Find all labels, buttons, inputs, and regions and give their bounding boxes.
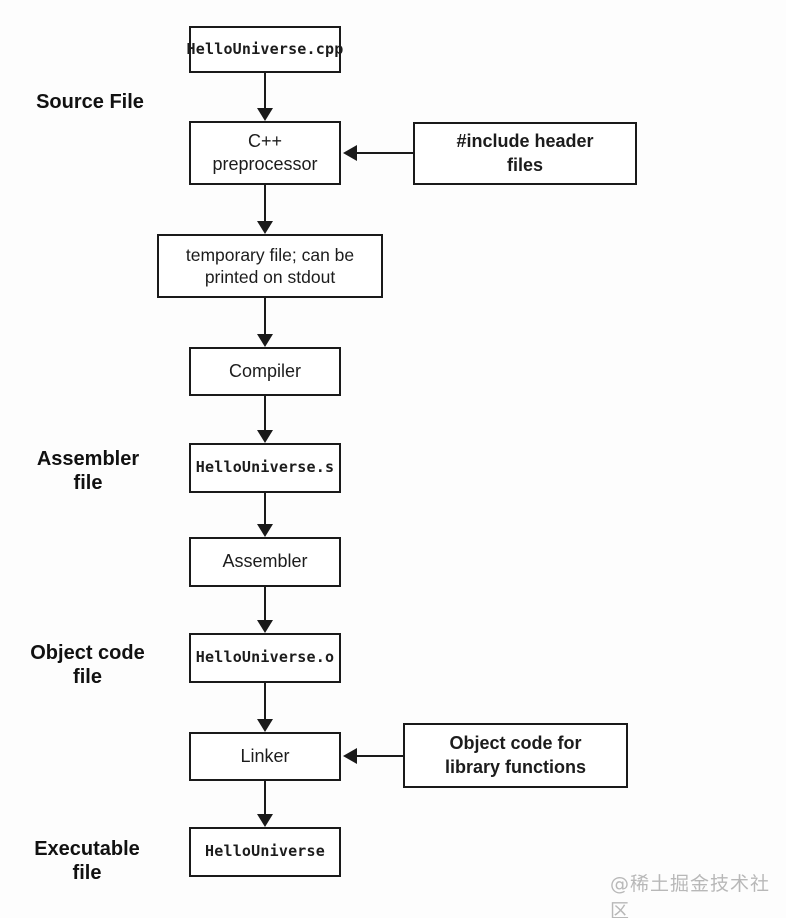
- node-linker-box: Linker: [189, 732, 341, 781]
- node-object-file-box: HelloUniverse.o: [189, 633, 341, 683]
- arrow-down-icon: [257, 587, 273, 633]
- stage-label-assembler-file: Assembler file: [36, 448, 140, 494]
- watermark-text: @稀土掘金技术社区: [610, 873, 771, 918]
- arrow-down-icon: [257, 298, 273, 347]
- stage-label-source-file: Source File: [36, 91, 144, 113]
- arrow-left-icon: [343, 748, 404, 764]
- node-temp-file-box: temporary file; can be printed on stdout: [157, 234, 383, 298]
- arrow-down-icon: [257, 683, 273, 732]
- node-executable-box: HelloUniverse: [189, 827, 341, 877]
- node-library-objects-box: Object code for library functions: [403, 723, 628, 788]
- arrow-left-icon: [343, 145, 413, 161]
- arrow-down-icon: [257, 73, 273, 121]
- arrow-down-icon: [257, 185, 273, 234]
- node-assembler-box: Assembler: [189, 537, 341, 587]
- node-assembly-file-box: HelloUniverse.s: [189, 443, 341, 493]
- arrow-down-icon: [257, 781, 273, 827]
- arrow-down-icon: [257, 493, 273, 537]
- node-source-file-box: HelloUniverse.cpp: [187, 26, 343, 73]
- node-compiler-box: Compiler: [189, 347, 341, 396]
- node-include-headers-box: #include header files: [413, 122, 637, 185]
- stage-label-object-code-file: Object code file: [30, 642, 145, 688]
- stage-label-executable-file: Executable file: [34, 838, 140, 884]
- arrow-down-icon: [257, 396, 273, 443]
- node-preprocessor-box: C++ preprocessor: [189, 121, 341, 185]
